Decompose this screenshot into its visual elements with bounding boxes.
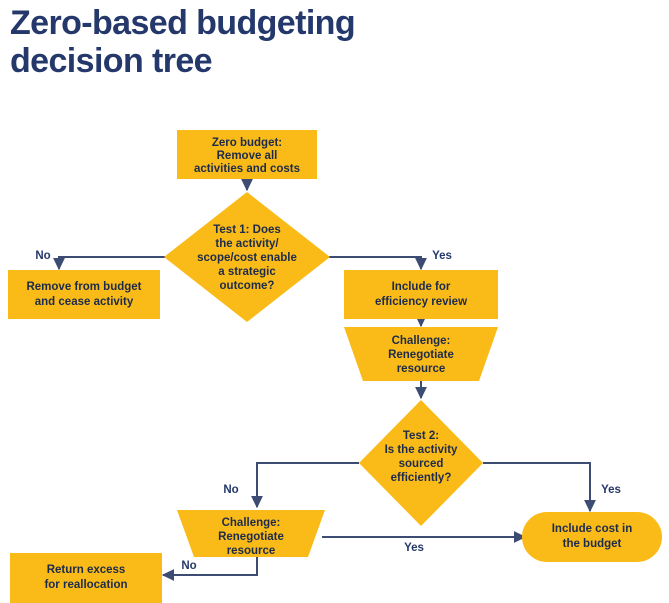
- edge-label-yes-test2: Yes: [601, 484, 621, 496]
- edge-test2-to-challenge2: No: [223, 462, 359, 509]
- node-test-1-line-4: a strategic: [218, 266, 276, 278]
- node-challenge1-line-2: Renegotiate: [388, 349, 454, 361]
- edge-label-yes-challenge2: Yes: [404, 542, 424, 554]
- edge-challenge2-to-include-cost: Yes: [322, 531, 527, 554]
- node-include-cost-line-2: the budget: [563, 538, 622, 550]
- node-challenge-renegotiate-1[interactable]: Challenge: Renegotiate resource: [344, 327, 498, 381]
- node-include-review-line-1: Include for: [392, 281, 451, 293]
- node-challenge-renegotiate-2[interactable]: Challenge: Renegotiate resource: [177, 510, 325, 557]
- node-challenge1-line-1: Challenge:: [392, 335, 451, 347]
- edge-test2-to-include-cost: Yes: [483, 462, 621, 513]
- node-challenge2-line-2: Renegotiate: [218, 531, 284, 543]
- page-title: Zero-based budgeting decision tree: [10, 4, 356, 81]
- node-include-review-line-2: efficiency review: [375, 296, 467, 308]
- node-return-excess-line-1: Return excess: [47, 564, 126, 576]
- edge-label-no-test1: No: [35, 250, 50, 262]
- node-remove-from-budget[interactable]: Remove from budget and cease activity: [8, 270, 160, 319]
- node-remove-line-2: and cease activity: [35, 296, 134, 308]
- edge-challenge2-to-return-excess: No: [161, 557, 258, 581]
- node-challenge2-line-3: resource: [227, 545, 276, 557]
- edge-label-yes-test1: Yes: [432, 250, 452, 262]
- node-test-2-line-3: sourced: [399, 458, 444, 470]
- node-zero-budget-line-1: Zero budget:: [212, 137, 282, 149]
- node-test-2-diamond[interactable]: Test 2: Is the activity sourced efficien…: [359, 400, 483, 526]
- node-test-1-line-5: outcome?: [220, 280, 275, 292]
- node-return-excess-line-2: for reallocation: [44, 579, 127, 591]
- edge-label-no-test2: No: [223, 484, 238, 496]
- node-test-2-line-2: Is the activity: [385, 444, 458, 456]
- node-test-1-diamond[interactable]: Test 1: Does the activity/ scope/cost en…: [164, 192, 330, 322]
- edge-label-no-challenge2: No: [181, 560, 196, 572]
- node-challenge2-line-1: Challenge:: [222, 517, 281, 529]
- node-test-2-line-1: Test 2:: [403, 430, 439, 442]
- node-remove-line-1: Remove from budget: [26, 281, 141, 293]
- node-include-cost-in-budget[interactable]: Include cost in the budget: [522, 512, 662, 562]
- node-test-1-line-3: scope/cost enable: [197, 252, 297, 264]
- node-zero-budget[interactable]: Zero budget: Remove all activities and c…: [177, 130, 317, 179]
- node-challenge1-line-3: resource: [397, 363, 446, 375]
- node-test-1-line-2: the activity/: [215, 238, 279, 250]
- node-zero-budget-line-2: Remove all: [217, 150, 278, 162]
- node-test-1-line-1: Test 1: Does: [213, 224, 281, 236]
- node-include-for-efficiency-review[interactable]: Include for efficiency review: [344, 270, 498, 319]
- node-test-2-line-4: efficiently?: [391, 472, 452, 484]
- node-zero-budget-line-3: activities and costs: [194, 163, 300, 175]
- node-include-cost-line-1: Include cost in: [552, 523, 633, 535]
- node-return-excess[interactable]: Return excess for reallocation: [10, 553, 162, 603]
